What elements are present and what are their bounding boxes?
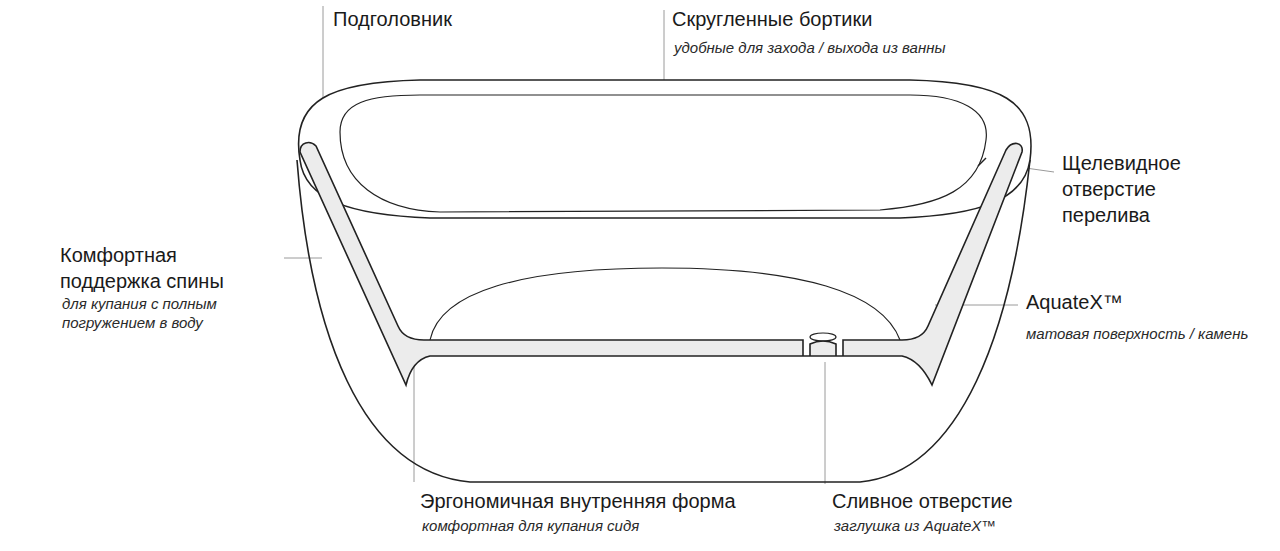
- callout-label: Скругленные бортики: [672, 6, 872, 32]
- callout-note: для купания с полным погружением в воду: [62, 294, 262, 332]
- tub-outline: [297, 80, 1031, 482]
- callout-label: Эргономичная внутренняя форма: [420, 488, 736, 514]
- callout-label: Подголовник: [333, 6, 452, 32]
- callout-note: комфортная для купания сидя: [422, 516, 639, 535]
- tub-section: [300, 143, 1022, 385]
- callout-label: Сливное отверстие: [832, 488, 1013, 514]
- overflow-slot: [978, 158, 986, 166]
- leader-line: [825, 362, 826, 484]
- callout-note: удобные для захода / выхода из ванны: [674, 38, 945, 57]
- tub-inner-floor: [430, 268, 900, 340]
- drain: [810, 333, 836, 341]
- leader-line: [664, 10, 665, 80]
- tub-inner-rim: [340, 95, 986, 212]
- callout-note: матовая поверхность / камень: [1026, 324, 1248, 343]
- leader-lines: [284, 6, 1054, 484]
- leader-line: [284, 258, 322, 259]
- callout-label: Комфортная поддержка спины: [60, 242, 260, 294]
- callout-note: заглушка из AquateX™: [834, 516, 996, 535]
- callout-label: Щелевидное отверстие перелива: [1062, 150, 1222, 228]
- tub-rim: [299, 80, 1032, 218]
- callout-label: AquateX™: [1026, 289, 1123, 315]
